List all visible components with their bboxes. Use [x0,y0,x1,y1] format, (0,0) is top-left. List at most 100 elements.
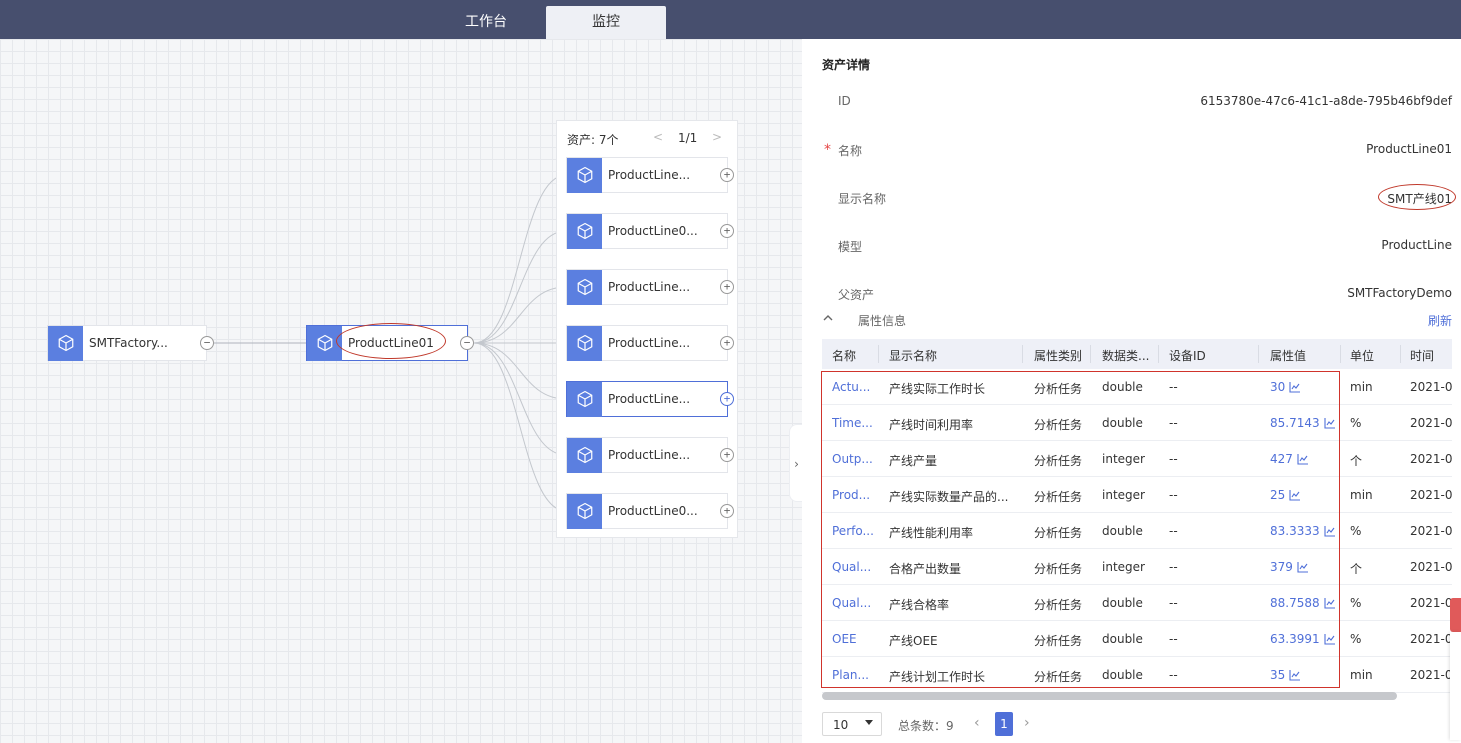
cell-value[interactable]: 30 [1270,380,1286,394]
field-name: * 名称 ProductLine01 [802,142,1461,162]
trend-chart-icon[interactable] [1289,489,1301,501]
cell-time: 2021-05 [1410,452,1452,466]
chevron-left-icon[interactable]: < [653,130,664,144]
cell-time: 2021-05 [1410,560,1452,574]
expand-child-toggle[interactable]: + [720,392,734,406]
side-float-badge[interactable] [1450,598,1461,632]
cell-unit: min [1350,380,1373,394]
cube-icon [567,381,602,417]
col-value[interactable]: 属性值 [1270,349,1307,363]
cell-value[interactable]: 85.7143 [1270,416,1320,430]
trend-chart-icon[interactable] [1324,597,1336,609]
trend-chart-icon[interactable] [1297,453,1309,465]
col-unit[interactable]: 单位 [1350,349,1375,363]
child-node[interactable]: ProductLine... [566,157,728,193]
trend-chart-icon[interactable] [1297,561,1309,573]
child-node-hovered[interactable]: ProductLine... [566,381,728,417]
cell-value[interactable]: 379 [1270,560,1293,574]
cell-name[interactable]: Prod... [832,488,871,502]
collapse-panel-button[interactable]: › [789,424,803,502]
cell-value[interactable]: 427 [1270,452,1293,466]
col-display-name[interactable]: 显示名称 [889,349,938,363]
expand-child-toggle[interactable]: + [720,280,734,294]
cell-name[interactable]: Qual... [832,560,872,574]
link-child-6 [473,342,567,456]
cell-unit: min [1350,668,1373,682]
detail-title: 资产详情 [822,58,871,72]
cell-type: double [1102,380,1143,394]
chevron-up-icon[interactable] [822,312,834,327]
side-float-toolbar[interactable] [1450,632,1461,740]
node-root[interactable]: SMTFactory... [47,325,207,361]
annotation-box [821,371,1340,688]
page-size-select[interactable]: 10 [822,712,882,736]
col-name[interactable]: 名称 [832,349,857,363]
horizontal-scrollbar[interactable] [822,692,1397,700]
col-time[interactable]: 时间 [1410,349,1435,363]
expand-child-toggle[interactable]: + [720,224,734,238]
cell-value[interactable]: 83.3333 [1270,524,1320,538]
child-node[interactable]: ProductLine... [566,437,728,473]
child-node[interactable]: ProductLine0... [566,213,728,249]
cell-value[interactable]: 63.3991 [1270,632,1320,646]
expand-child-toggle[interactable]: + [720,336,734,350]
child-node[interactable]: ProductLine... [566,269,728,305]
expand-child-toggle[interactable]: + [720,504,734,518]
trend-chart-icon[interactable] [1324,417,1336,429]
cell-name[interactable]: Plan... [832,668,869,682]
field-name-value: ProductLine01 [1366,142,1452,156]
cell-display-name: 产线OEE [889,634,938,648]
link-child-7 [473,342,567,512]
child-node[interactable]: ProductLine0... [566,493,728,529]
chevron-left-icon[interactable]: ‹ [974,715,980,731]
collapse-root-toggle[interactable]: − [200,336,214,350]
col-divider [1022,345,1023,363]
cell-name[interactable]: Time... [832,416,873,430]
cell-name[interactable]: OEE [832,632,857,646]
trend-chart-icon[interactable] [1289,669,1301,681]
cell-value[interactable]: 88.7588 [1270,596,1320,610]
cell-category: 分析任务 [1034,634,1083,648]
trend-chart-icon[interactable] [1324,633,1336,645]
col-category[interactable]: 属性类别 [1034,349,1083,363]
topology-canvas[interactable]: SMTFactory... − ProductLine01 − 资产: 7个 <… [0,39,802,743]
col-device-id[interactable]: 设备ID [1169,349,1206,363]
expand-child-toggle[interactable]: + [720,168,734,182]
cell-display-name: 产线合格率 [889,598,950,612]
cell-name[interactable]: Qual... [832,596,872,610]
cell-name[interactable]: Actu... [832,380,871,394]
cell-time: 2021-05 [1410,380,1452,394]
cell-device-id: -- [1169,524,1178,538]
cell-type: double [1102,632,1143,646]
page-1-button[interactable]: 1 [995,712,1013,736]
expand-child-toggle[interactable]: + [720,448,734,462]
trend-chart-icon[interactable] [1289,381,1301,393]
cell-value[interactable]: 25 [1270,488,1286,502]
tab-workbench[interactable]: 工作台 [465,14,507,30]
cell-category: 分析任务 [1034,382,1083,396]
tab-monitor[interactable]: 监控 [546,6,666,39]
chevron-right-icon[interactable]: › [1024,715,1030,731]
child-node[interactable]: ProductLine... [566,325,728,361]
cell-type: double [1102,524,1143,538]
cell-value[interactable]: 35 [1270,668,1286,682]
attribute-section-header: 属性信息 刷新 [802,310,1461,330]
panel-page: 1/1 [678,131,698,145]
chevron-right-icon[interactable]: > [712,130,723,144]
link-child-3 [473,286,567,344]
field-parent-label: 父资产 [838,288,875,302]
cell-name[interactable]: Outp... [832,452,873,466]
trend-chart-icon[interactable] [1324,525,1336,537]
cell-name[interactable]: Perfo... [832,524,874,538]
collapse-selected-toggle[interactable]: − [460,336,474,350]
refresh-link[interactable]: 刷新 [1427,314,1452,328]
col-type[interactable]: 数据类... [1102,349,1150,363]
